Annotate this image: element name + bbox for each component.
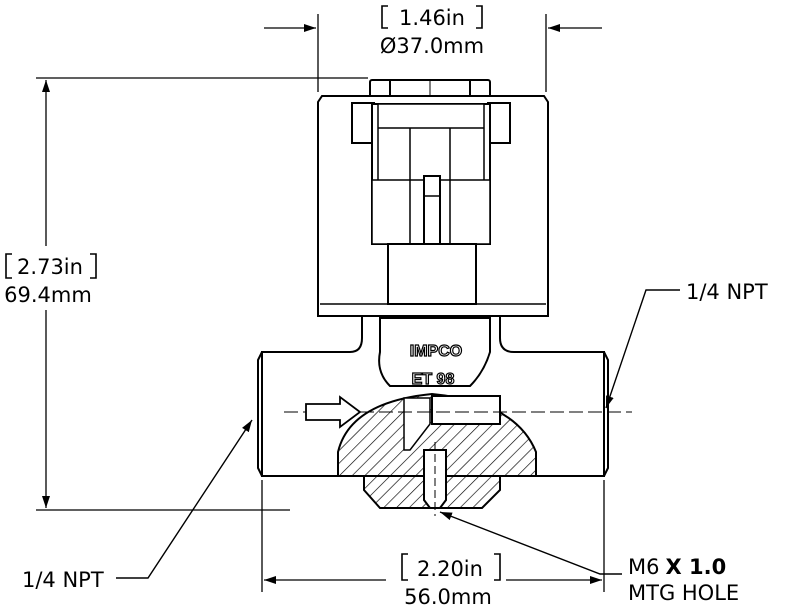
mount-hole-callout-line2: MTG HOLE — [628, 581, 739, 605]
housing-wing-right — [487, 102, 511, 144]
port-right-leader — [605, 289, 680, 409]
flow-direction-arrow — [305, 395, 362, 429]
housing-wing-left — [351, 102, 375, 144]
port-right-callout: 1/4 NPT — [686, 280, 768, 304]
bottom-width-dimension — [261, 480, 605, 592]
solenoid-coil — [317, 79, 549, 317]
port-left-leader — [116, 419, 253, 579]
bottom-width-metric: 56.0mm — [404, 585, 492, 608]
coil-stem — [387, 243, 477, 305]
inlet-passage — [403, 397, 431, 451]
height-metric: 69.4mm — [4, 283, 92, 307]
section-cutaway — [337, 392, 537, 516]
mount-hole-leader — [439, 511, 622, 575]
port-cap-left — [257, 351, 263, 477]
internal-bore — [431, 395, 501, 425]
mount-hole-thread-size: M6 — [628, 555, 659, 579]
top-width-imperial: 1.46in — [399, 6, 465, 30]
brand-marking: IMPCO — [410, 343, 462, 360]
marking-plate — [378, 317, 491, 387]
connector-latch — [423, 175, 441, 245]
height-imperial: 2.73in — [17, 255, 83, 279]
mount-hole-thread-pitch: X 1.0 — [665, 555, 726, 579]
bottom-width-imperial: 2.20in — [417, 557, 483, 581]
top-width-dimension — [264, 5, 602, 92]
top-width-metric: Ø37.0mm — [380, 34, 484, 58]
port-cap-right — [603, 351, 609, 477]
model-marking: ET 98 — [412, 371, 455, 388]
port-left-callout: 1/4 NPT — [22, 568, 104, 592]
height-dimension — [5, 77, 368, 511]
